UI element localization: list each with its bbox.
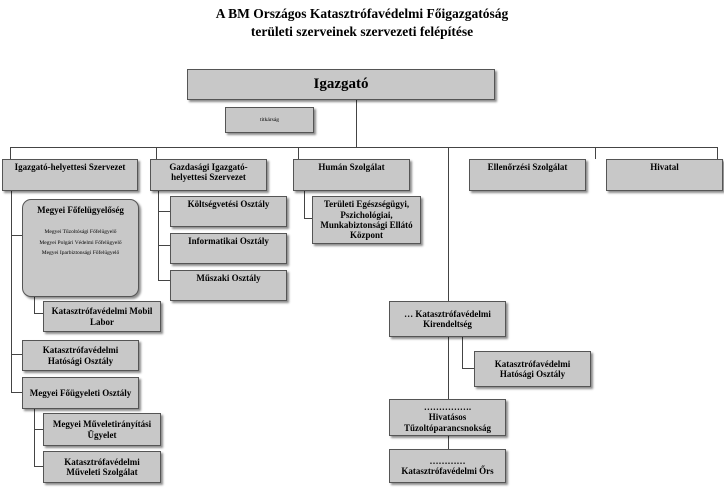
koltsegvetesi-osztaly-box: Költségvetési Osztály bbox=[170, 196, 287, 227]
muveletiranyitasi-ugyelet-box: Megyei Műveletirányítási Ügyelet bbox=[43, 413, 161, 446]
diagram-title-line-1: A BM Országos Katasztrófavédelmi Főigazg… bbox=[215, 6, 509, 21]
katasztrofavedelmi-ors-box: ………… Katasztrófavédelmi Őrs bbox=[389, 449, 506, 483]
human-szolgalat-box: Humán Szolgálat bbox=[293, 159, 410, 191]
ors-dots: ………… bbox=[429, 455, 466, 466]
muszaki-osztaly-box: Műszaki Osztály bbox=[170, 270, 287, 301]
megyei-fougyeleti-osztaly-box: Megyei Főügyeleti Osztály bbox=[22, 377, 139, 409]
informatikai-osztaly-box: Informatikai Osztály bbox=[170, 233, 287, 264]
hivatasos-dots: ……………. bbox=[423, 401, 472, 412]
kirendeltseg-box: … Katasztrófavédelmi Kirendeltség bbox=[389, 301, 506, 337]
ellenorzesi-szolgalat-box: Ellenőrzési Szolgálat bbox=[469, 159, 586, 191]
hatosagi-osztaly-box: Katasztrófavédelmi Hatósági Osztály bbox=[22, 340, 139, 371]
hivatasos-tuzoltoparancsnoksag-box: ……………. Hivatásos Tűzoltóparancsnokság bbox=[389, 399, 506, 436]
igazgato-box: Igazgató bbox=[187, 69, 495, 100]
igazgato-helyettesi-szervezet-box: Igazgató-helyettesi Szervezet bbox=[2, 159, 138, 191]
hivatasos-label: Hivatásos Tűzoltóparancsnokság bbox=[403, 412, 492, 433]
ors-label: Katasztrófavédelmi Őrs bbox=[401, 466, 494, 476]
mobil-labor-box: Katasztrófavédelmi Mobil Labor bbox=[43, 301, 161, 332]
egeszsegugyi-ellato-kozpont-box: Területi Egészségügyi, Pszichológiai, Mu… bbox=[312, 196, 421, 244]
gazdasagi-igazgato-helyettesi-box: Gazdasági Igazgató-helyettesi Szervezet bbox=[150, 159, 267, 191]
titkarsag-box: titkárság bbox=[225, 107, 314, 133]
fofelugyelo-item: Megyei Polgári Védelmi Főfelügyelő bbox=[39, 239, 122, 246]
fofelugyelo-item: Megyei Iparbiztonsági Főfelügyelő bbox=[41, 249, 120, 256]
hivatal-box: Hivatal bbox=[606, 159, 723, 191]
fofelugyelo-item: Megyei Tűzoltósági Főfelügyelő bbox=[44, 229, 117, 236]
diagram-title-line-2: területi szerveinek szervezeti felépítés… bbox=[250, 24, 474, 39]
muveleti-szolgalat-box: Katasztrófavédelmi Műveleti Szolgálat bbox=[43, 451, 161, 483]
kirendeltseg-hatosagi-osztaly-box: Katasztrófavédelmi Hatósági Osztály bbox=[474, 351, 591, 387]
megyei-fofelugyeloseg-label: Megyei Főfelügyelőség bbox=[37, 205, 124, 215]
megyei-fofelugyeloseg-box: Megyei Főfelügyelőség Megyei Tűzoltósági… bbox=[22, 199, 139, 297]
